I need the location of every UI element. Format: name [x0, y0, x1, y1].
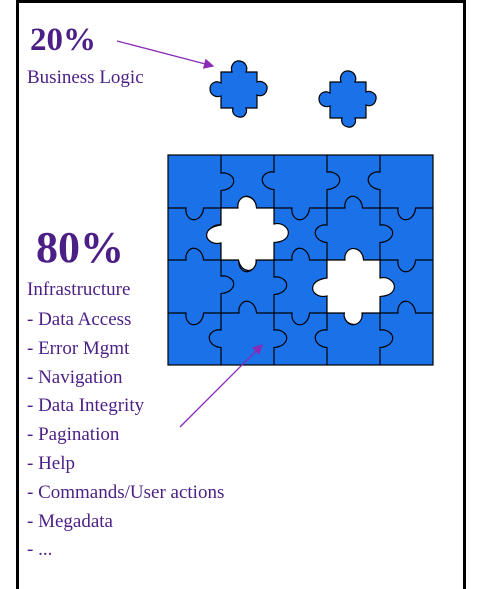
- business-logic-label: Business Logic: [27, 67, 144, 88]
- missing-piece-hole: [206, 196, 289, 271]
- list-item: - Error Mgmt: [27, 337, 130, 359]
- list-item: - Navigation: [27, 366, 123, 388]
- arrow-icon: [179, 344, 263, 428]
- missing-piece-hole: [312, 248, 395, 325]
- list-item: - Help: [27, 452, 76, 474]
- list-item: - Data Integrity: [27, 395, 145, 417]
- infrastructure-percent: 80%: [36, 223, 124, 272]
- puzzle-piece-icon: [209, 60, 268, 118]
- list-item: - Commands/User actions: [27, 481, 225, 503]
- frame-top-border: [16, 0, 466, 3]
- infrastructure-list: - Data Access - Error Mgmt - Navigation …: [27, 306, 224, 565]
- jigsaw-grid-icon: [167, 154, 434, 366]
- business-logic-percent: 20%: [30, 22, 96, 58]
- frame-right-border: [463, 0, 466, 589]
- arrow-icon: [116, 40, 215, 69]
- list-item: - Megadata: [27, 510, 113, 532]
- list-item: - ...: [27, 539, 53, 561]
- list-item: - Data Access: [27, 309, 132, 330]
- list-item: - Pagination: [27, 424, 120, 446]
- frame-left-border: [16, 0, 19, 589]
- infrastructure-label: Infrastructure: [27, 279, 131, 300]
- puzzle-piece-icon: [318, 70, 377, 128]
